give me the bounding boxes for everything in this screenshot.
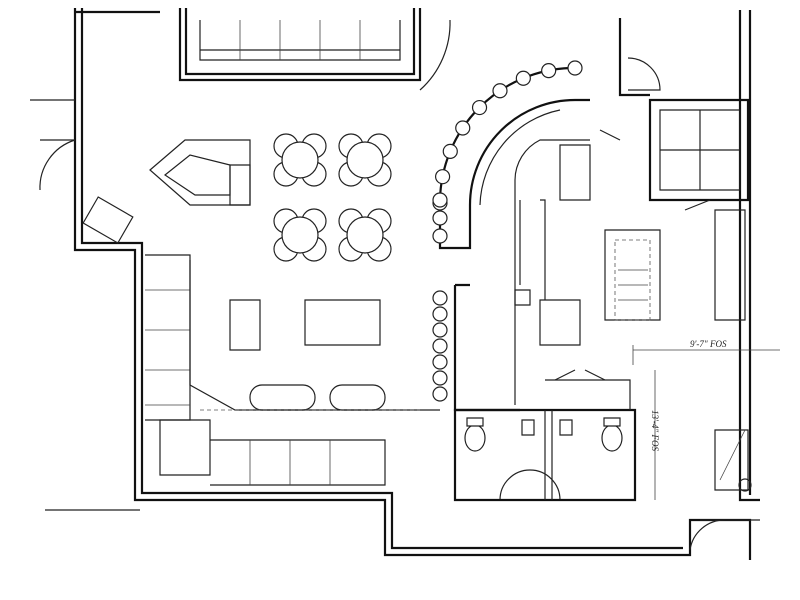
bar-stool [433,371,447,385]
bar-stool [542,64,556,78]
bar-stool [433,193,447,207]
doors [40,20,725,550]
bar-stool [516,71,530,85]
bar-stool [433,229,447,243]
bar-stool [493,84,507,98]
bar-stool [436,170,450,184]
left-booths [145,255,440,485]
bar-stool [443,144,457,158]
restrooms [455,370,635,500]
dimension-label-width: 9'-7" FOS [690,339,727,349]
back-rooms [600,100,751,491]
bar-stool [433,387,447,401]
bar-stool [568,61,582,75]
bar-stool [473,101,487,115]
round-table [282,142,318,178]
exterior-walls [30,8,760,560]
curved-bar [440,68,590,405]
round-table [347,142,383,178]
bar-stool [456,121,470,135]
lounge-sofa [83,140,250,243]
bar-stool [433,323,447,337]
lower-bar [455,145,590,410]
round-table [282,217,318,253]
bar-stool [433,211,447,225]
round-table [347,217,383,253]
bar-stool [433,291,447,305]
center-tables [200,300,420,410]
bar-stool [433,307,447,321]
bar-stool [433,339,447,353]
top-booth [200,20,400,60]
bar-stool [433,355,447,369]
dimension-label-depth: 13'-4" FOS [650,410,660,451]
round-tables [274,134,391,261]
dimension-lines: 9'-7" FOS 13'-4" FOS [633,339,780,500]
bar-stools [433,61,582,401]
